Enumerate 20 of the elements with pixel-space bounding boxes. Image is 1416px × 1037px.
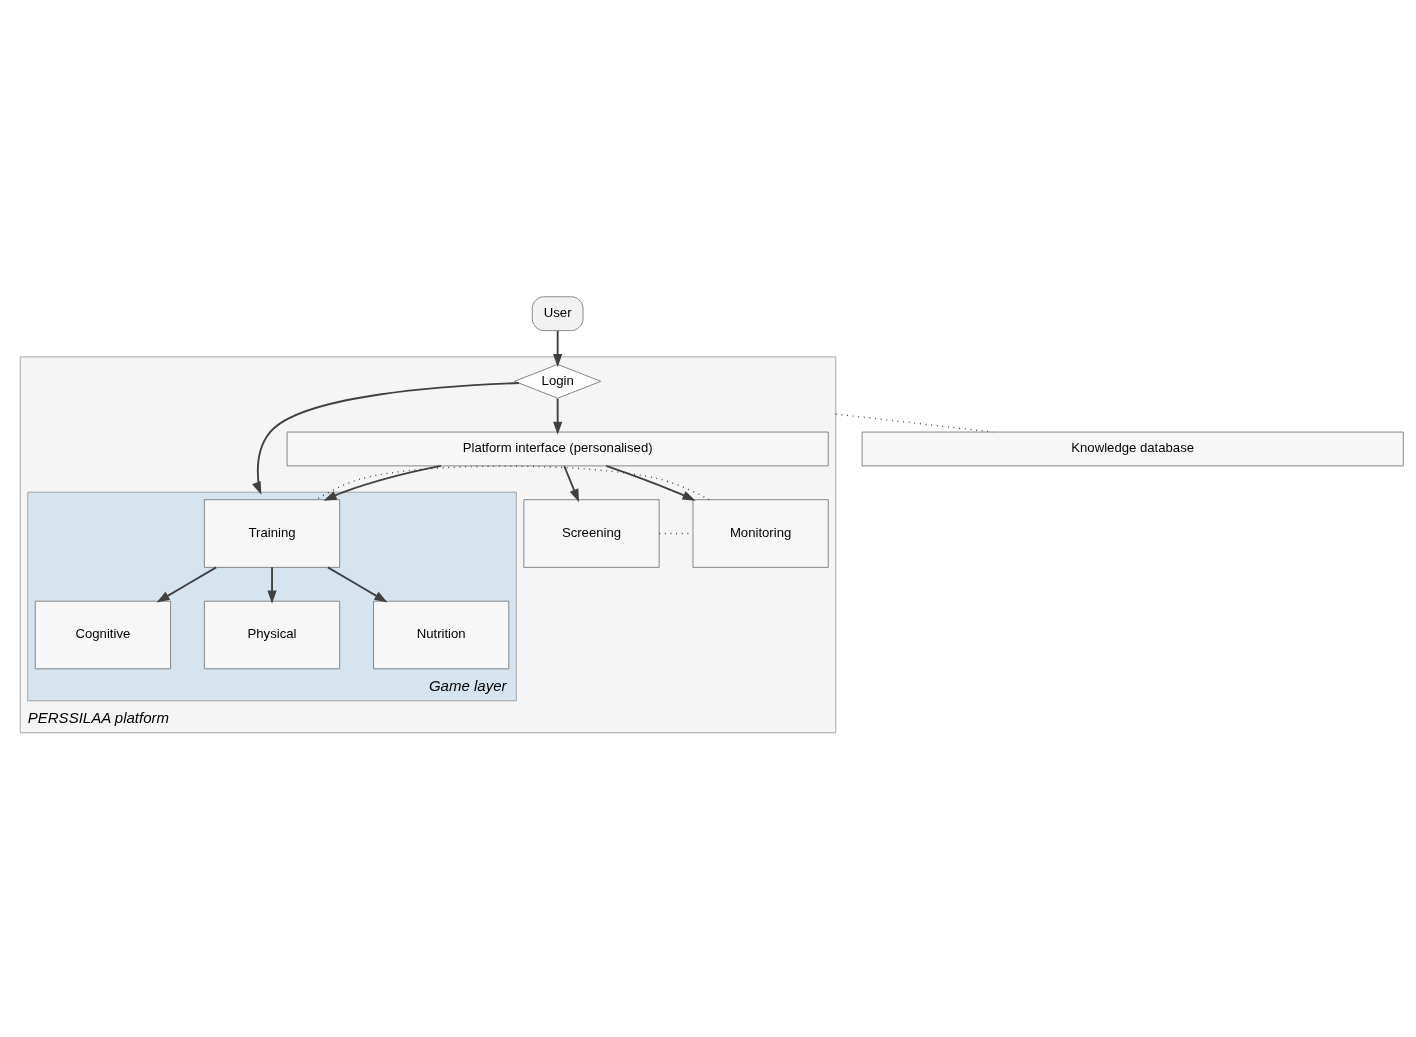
node-box: Physical — [203, 600, 341, 670]
arrow — [252, 382, 520, 495]
node-box: Training — [203, 499, 341, 568]
arrow — [323, 465, 442, 501]
node-box: Screening — [523, 499, 660, 568]
arrow — [553, 397, 563, 435]
node-box: Nutrition — [373, 600, 510, 670]
node-box: User — [531, 296, 584, 332]
connector — [315, 465, 710, 501]
node-box: Monitoring — [692, 499, 829, 568]
node-box: Knowledge database — [861, 431, 1404, 467]
arrow — [605, 465, 696, 501]
arrow — [156, 566, 218, 603]
node-diamond: Login — [514, 363, 602, 399]
node-box: Cognitive — [34, 600, 172, 670]
arrow — [563, 465, 580, 503]
node-box: Platform interface (personalised) — [286, 431, 829, 467]
arrow — [326, 566, 388, 603]
arrow — [267, 566, 277, 604]
arrow — [553, 329, 563, 368]
